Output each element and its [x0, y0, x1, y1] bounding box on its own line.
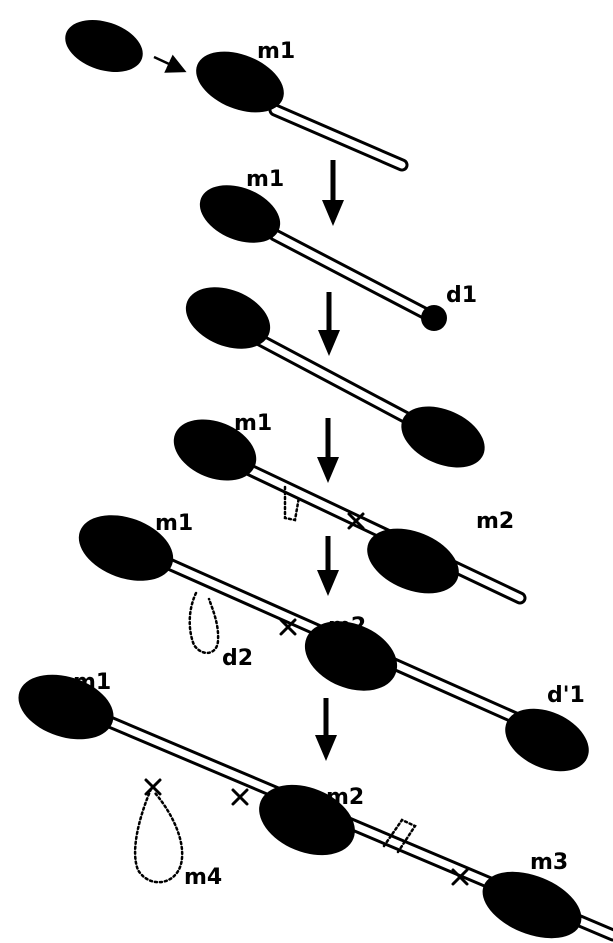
label-d2: d2 [222, 646, 253, 671]
septum-cross [347, 512, 365, 530]
label-m1: m1 [73, 670, 111, 695]
septum-cross [451, 868, 469, 886]
cell-m1 [185, 287, 271, 349]
cell-m2 [367, 528, 459, 594]
cell-m1 [173, 419, 257, 481]
label-m1: m1 [155, 511, 193, 536]
label-m2: m2 [476, 509, 514, 534]
cell-m1 [199, 185, 281, 243]
label-m2: m2 [328, 614, 366, 639]
bud-d1 [421, 305, 447, 331]
branch-loop-m4 [133, 787, 184, 884]
stage-2: m1 d1 [199, 167, 477, 331]
small-arrow [153, 54, 187, 73]
cell-d1 [401, 406, 485, 468]
cell-m1 [196, 51, 284, 113]
cell-m1 [18, 674, 114, 740]
septum-cross [279, 618, 297, 636]
label-m3: m3 [530, 850, 568, 875]
label-m1: m1 [246, 167, 284, 192]
stage-1: m1 [65, 20, 409, 172]
label-d1: d1 [446, 283, 477, 308]
branch-bud [382, 818, 417, 854]
stage-arrow-5 [315, 698, 337, 761]
stage-arrow-2 [318, 292, 340, 356]
label-m2: m2 [326, 785, 364, 810]
septum-cross [231, 788, 249, 806]
stage-arrow-1 [322, 160, 344, 226]
cell-m2 [304, 621, 398, 691]
branch-bud [283, 485, 301, 522]
stage-5: m1 m2 d2 d'1 [78, 511, 589, 772]
free-spore [65, 20, 143, 72]
cell-d1-prime [505, 708, 589, 772]
stage-4: m1 m2 [173, 411, 527, 605]
label-m4: m4 [184, 865, 222, 890]
stage-arrow-4 [317, 536, 339, 596]
label-d1-prime: d'1 [547, 683, 585, 708]
label-m1: m1 [234, 411, 272, 436]
label-m1: m1 [257, 39, 295, 64]
branch-loop-d2 [188, 591, 220, 655]
stage-3 [185, 287, 485, 468]
cell-m2 [259, 784, 355, 856]
cell-m3 [482, 871, 582, 939]
cell-m1 [78, 515, 174, 581]
stage-arrow-3 [317, 418, 339, 483]
stage-6: m1 m2 m3 m4 [18, 670, 613, 942]
septum-cross [144, 778, 162, 796]
